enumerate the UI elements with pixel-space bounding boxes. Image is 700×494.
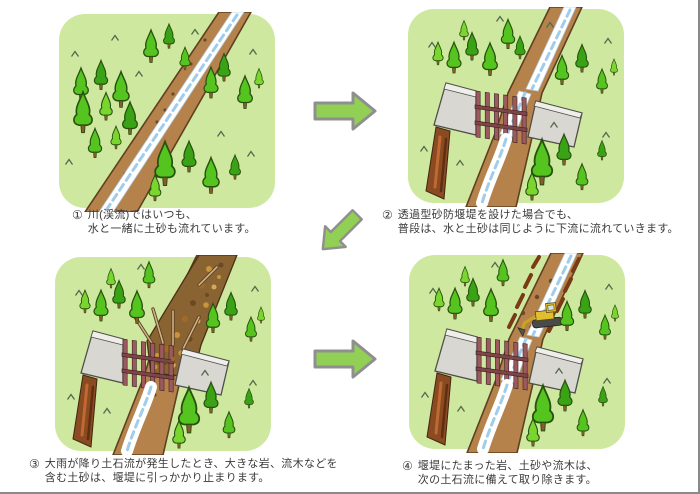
sabo-dam — [80, 330, 230, 396]
step-4-number: ④ — [402, 459, 413, 473]
sabo-dam — [434, 328, 584, 394]
steel-pipes — [121, 338, 175, 393]
step-3-number: ③ — [29, 457, 40, 471]
panel-2-sabo-dam-normal-flow — [402, 7, 630, 207]
steel-pipes — [474, 90, 528, 145]
downstream-water — [476, 133, 512, 207]
rocky-bank — [426, 372, 452, 446]
sediment-removal-illustration — [409, 253, 625, 453]
arrow-down-left-icon — [309, 201, 371, 263]
stream — [84, 12, 252, 212]
caption-line: 堰堤にたまった岩、土砂や流木は、 — [417, 460, 598, 472]
excavator-icon — [517, 302, 563, 337]
arrow-right-icon — [313, 338, 377, 380]
driftwood — [133, 265, 219, 351]
rocky-bank — [425, 126, 451, 200]
caption-line: 透過型砂防堰堤を設けた場合でも、 — [397, 209, 579, 221]
caption-line: 大雨が降り土石流が発生したとき、大きな岩、流木などを — [44, 458, 338, 470]
step-1-number: ① — [72, 208, 83, 222]
arrow-right-icon — [313, 90, 377, 132]
caption-step-1: ① 川(渓流)ではいつも、 水と一緒に土砂も流れています。 — [72, 209, 256, 236]
forest-stream-illustration — [59, 12, 275, 212]
caption-line: 水と一緒に土砂も流れています。 — [87, 222, 256, 235]
caption-line: 含む土砂は、堰堤に引っかかり止まります。 — [44, 471, 270, 484]
steel-pipes — [475, 336, 529, 391]
sabo-dam-illustration — [408, 7, 624, 207]
caption-step-2: ② 透過型砂防堰堤を設けた場合でも、 普段は、水と土砂は同じように下流に流れてい… — [382, 209, 679, 236]
panel-1-forest-stream — [53, 12, 281, 212]
caption-line: 普段は、水と土砂は同じように下流に流れていきます。 — [397, 222, 679, 235]
caption-line: 次の土石流に備えて取り除きます。 — [417, 473, 597, 486]
downstream-water — [121, 381, 157, 455]
debris-flow-illustration — [55, 255, 271, 455]
step-2-number: ② — [382, 208, 393, 222]
panel-4-sediment-removal — [403, 253, 631, 453]
panel-3-debris-flow-trapped — [49, 255, 277, 455]
caption-step-3: ③ 大雨が降り土石流が発生したとき、大きな岩、流木などを 含む土砂は、堰堤に引っ… — [29, 458, 338, 485]
rocky-bank — [72, 374, 98, 448]
caption-step-4: ④ 堰堤にたまった岩、土砂や流木は、 次の土石流に備えて取り除きます。 — [402, 460, 598, 487]
downstream-water — [477, 379, 513, 453]
caption-line: 川(渓流)ではいつも、 — [87, 209, 198, 221]
